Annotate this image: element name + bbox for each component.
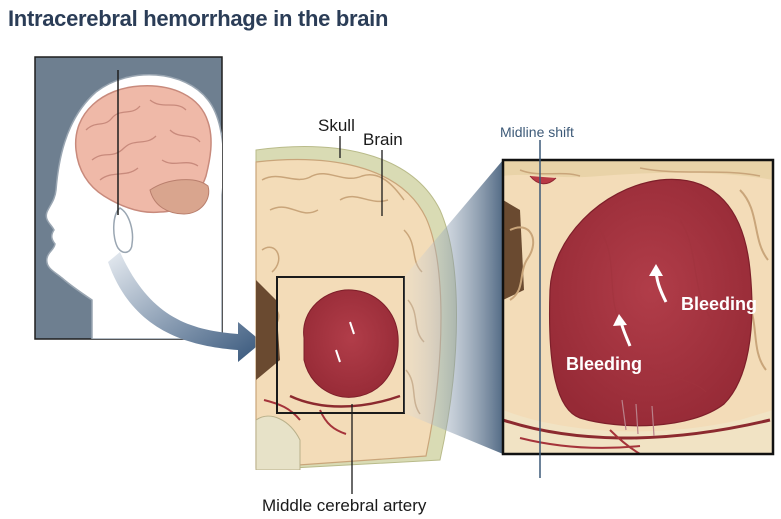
head-profile-panel: [34, 56, 223, 340]
diagram-title: Intracerebral hemorrhage in the brain: [8, 6, 389, 31]
brain-label: Brain: [363, 130, 403, 149]
middle-cerebral-artery-label: Middle cerebral artery: [262, 496, 427, 515]
ear: [113, 207, 134, 254]
midline-shift-label: Midline shift: [500, 124, 574, 140]
large-hemorrhage: [548, 178, 753, 427]
zoom-connector: [404, 160, 503, 454]
bleeding-label-lower: Bleeding: [566, 354, 643, 374]
curved-arrow: [108, 252, 262, 362]
bleeding-label-upper: Bleeding: [681, 294, 758, 314]
small-hemorrhage: [303, 289, 399, 398]
skull-label: Skull: [318, 116, 355, 135]
zoom-panel: [501, 158, 775, 456]
